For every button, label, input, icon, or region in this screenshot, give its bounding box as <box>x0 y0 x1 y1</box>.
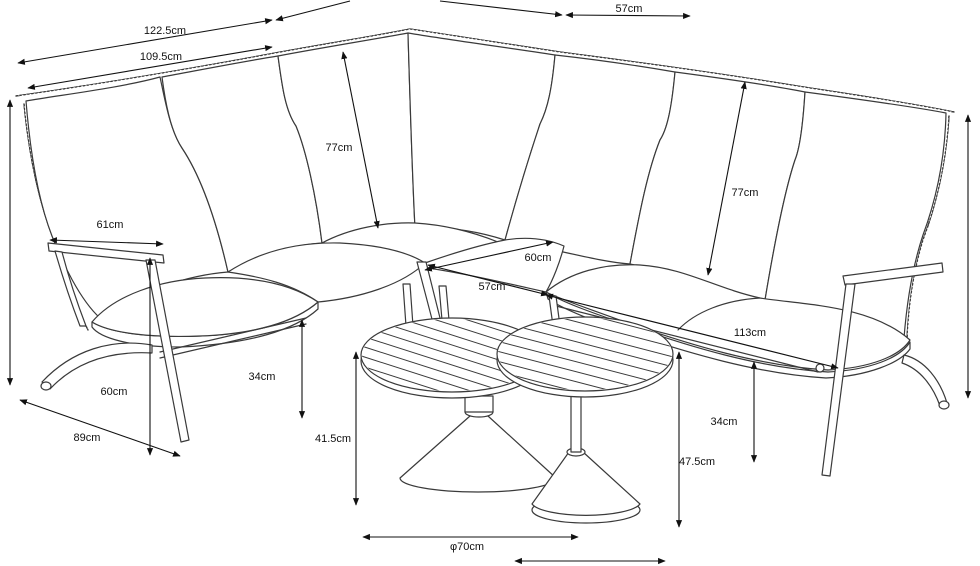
label-top-right: 57cm <box>616 3 643 15</box>
table-right-cone <box>531 451 641 516</box>
arm-support-left <box>54 250 87 327</box>
label-top-inner-left: 109.5cm <box>140 51 182 63</box>
dim-arrow-corner-b <box>427 263 549 297</box>
label-seat-height-right: 34cm <box>711 416 738 428</box>
label-back-height-left: 77cm <box>326 142 353 154</box>
label-table-right-height: 47.5cm <box>679 456 715 468</box>
label-seat-height-left: 34cm <box>249 371 276 383</box>
dim-arrow-top-right <box>565 11 691 20</box>
dim-arrow-back-height-right <box>706 81 747 276</box>
dim-arrow-armrest-left <box>49 237 164 247</box>
table-plank-line <box>362 332 542 391</box>
dim-arrow-top-middle-b <box>439 0 563 18</box>
label-table-diameter: φ70cm <box>450 541 484 553</box>
table-plank-line <box>362 342 542 391</box>
runner-cap-right <box>938 400 950 410</box>
runner-cap-left <box>40 381 52 391</box>
dim-arrow-seat-right <box>545 293 839 370</box>
curved-runner-right <box>901 354 948 407</box>
front-leg-right <box>821 283 856 477</box>
armrest-left <box>47 242 165 264</box>
dimension-labels: 122.5cm 109.5cm 57cm 77cm 77cm 61cm 60cm… <box>74 3 767 553</box>
label-back-height-right: 77cm <box>732 187 759 199</box>
corner-leg-1 <box>416 261 442 324</box>
table-left-stem <box>464 395 494 413</box>
dim-arrow-top-middle-a <box>275 0 351 22</box>
label-top-outer-left: 122.5cm <box>144 25 186 37</box>
label-corner-b: 57cm <box>479 281 506 293</box>
label-armrest-left: 61cm <box>97 219 124 231</box>
label-corner-a: 60cm <box>525 252 552 264</box>
table-plank-line <box>498 339 672 390</box>
label-side-depth-left: 89cm <box>74 432 101 444</box>
seat-frame-cap-right <box>815 363 825 373</box>
dimension-arrows <box>6 0 972 565</box>
table-left-cone <box>399 415 557 493</box>
frame-rail-left <box>159 317 307 359</box>
label-table-left-height: 41.5cm <box>315 433 351 445</box>
table-right-stem <box>570 389 582 453</box>
label-seat-right: 113cm <box>734 327 766 339</box>
dim-arrow-side-depth-left <box>19 399 181 457</box>
dim-arrow-back-height-left <box>341 51 380 229</box>
armrest-right <box>842 262 944 286</box>
corner-leg-2 <box>402 283 414 327</box>
curved-runner-left <box>41 342 153 390</box>
label-arm-height-left: 60cm <box>101 386 128 398</box>
corner-leg-3 <box>438 285 450 321</box>
dim-arrow-top-inner-left <box>27 45 273 90</box>
